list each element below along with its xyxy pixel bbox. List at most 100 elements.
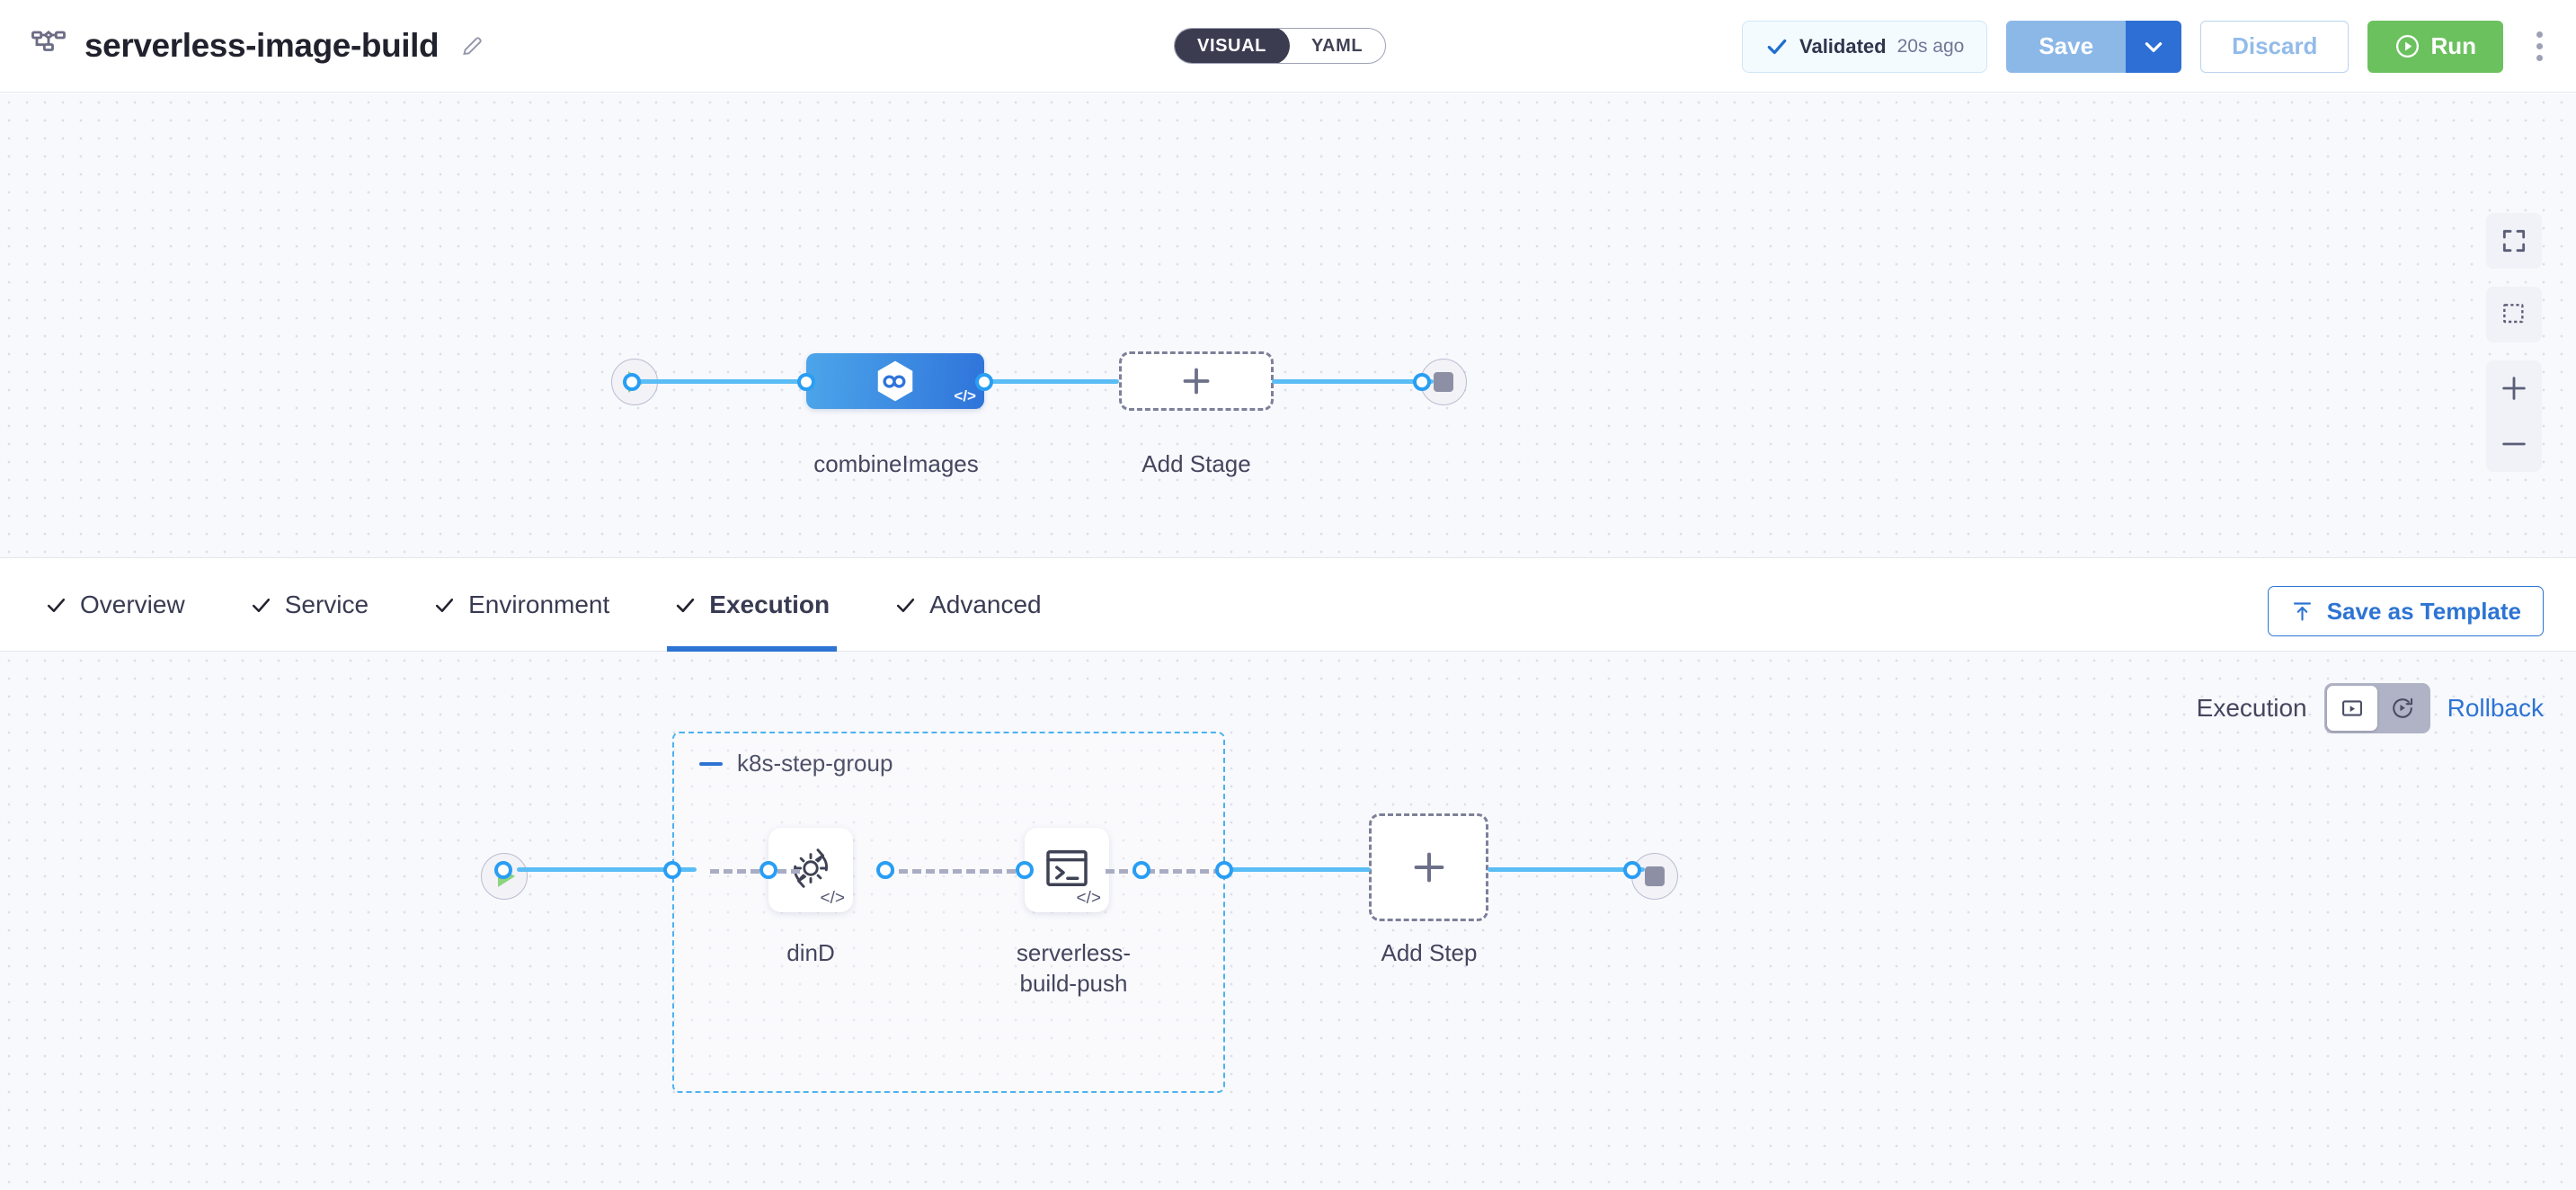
tab-visual-mode[interactable]: VISUAL bbox=[1175, 29, 1290, 63]
tab-advanced[interactable]: Advanced bbox=[887, 559, 1049, 652]
stop-icon bbox=[1645, 866, 1665, 886]
check-icon bbox=[433, 594, 456, 617]
selection-box-button[interactable] bbox=[2486, 287, 2542, 342]
connector-dot-group-in[interactable] bbox=[663, 861, 681, 879]
rollback-label[interactable]: Rollback bbox=[2447, 694, 2544, 722]
step-label-serverless-build-push: serverless- build-push bbox=[1016, 939, 1132, 998]
connector-dot-build-in[interactable] bbox=[1016, 861, 1034, 879]
tab-label: Service bbox=[284, 591, 369, 618]
check-icon bbox=[894, 594, 917, 617]
save-button-group[interactable]: Save bbox=[2006, 20, 2182, 73]
execution-end-node[interactable] bbox=[1631, 853, 1678, 900]
minus-icon[interactable] bbox=[699, 761, 723, 766]
zoom-in-button[interactable] bbox=[2486, 360, 2542, 416]
zoom-controls bbox=[2486, 360, 2542, 472]
step-label-dind: dinD bbox=[786, 939, 835, 966]
add-step-label: Add Step bbox=[1381, 939, 1478, 966]
tab-yaml-mode[interactable]: YAML bbox=[1310, 35, 1364, 56]
save-as-template-button[interactable]: Save as Template bbox=[2267, 586, 2544, 636]
add-step-button[interactable] bbox=[1369, 813, 1488, 921]
check-icon bbox=[45, 594, 67, 617]
save-dropdown-button[interactable] bbox=[2126, 20, 2182, 73]
connector-dot-exec-start[interactable] bbox=[494, 861, 512, 879]
marquee-select-icon bbox=[2503, 304, 2524, 324]
save-button[interactable]: Save bbox=[2006, 20, 2127, 73]
status-badge: Validated 20s ago bbox=[1742, 20, 1988, 73]
tab-list: Overview Service Environment Execution A… bbox=[0, 559, 1049, 652]
connector-dot-start[interactable] bbox=[623, 373, 641, 391]
code-badge: </> bbox=[954, 387, 976, 404]
step-card-serverless-build-push[interactable]: </> bbox=[1025, 828, 1109, 912]
template-upload-icon bbox=[2290, 599, 2314, 624]
toggle-execution-button[interactable] bbox=[2326, 686, 2377, 731]
run-button[interactable]: Run bbox=[2367, 20, 2503, 73]
link-group-to-dind bbox=[710, 869, 800, 874]
discard-button[interactable]: Discard bbox=[2200, 20, 2349, 73]
pipeline-icon bbox=[31, 28, 67, 64]
ci-hexagon-icon bbox=[870, 356, 920, 406]
connector-dot-group-out[interactable] bbox=[1215, 861, 1233, 879]
fit-screen-icon bbox=[2502, 229, 2526, 253]
stage-config-tabbar: Overview Service Environment Execution A… bbox=[0, 559, 2576, 652]
more-vertical-icon[interactable] bbox=[2522, 21, 2556, 73]
step-group-header[interactable]: k8s-step-group bbox=[699, 750, 893, 777]
minus-icon bbox=[2502, 442, 2526, 446]
mode-toggle[interactable]: VISUAL YAML bbox=[1174, 28, 1387, 64]
pipeline-end-node[interactable] bbox=[1420, 359, 1467, 405]
execution-rollback-toggle[interactable] bbox=[2323, 683, 2430, 733]
add-stage-label: Add Stage bbox=[1141, 450, 1251, 477]
fit-to-screen-button[interactable] bbox=[2486, 213, 2542, 269]
zoom-out-button[interactable] bbox=[2486, 416, 2542, 472]
end-circle bbox=[1631, 853, 1678, 900]
link-start-to-stage bbox=[629, 379, 809, 384]
connector-dot-stage-in[interactable] bbox=[797, 373, 815, 391]
step-group-k8s[interactable]: k8s-step-group bbox=[672, 732, 1225, 1093]
connector-dot-exec-end[interactable] bbox=[1623, 861, 1641, 879]
connector-dot-dind-out[interactable] bbox=[876, 861, 894, 879]
rollback-icon bbox=[2392, 697, 2412, 718]
stop-icon bbox=[1434, 372, 1453, 392]
run-label: Run bbox=[2430, 32, 2476, 59]
tab-environment[interactable]: Environment bbox=[426, 559, 617, 652]
toggle-rollback-button[interactable] bbox=[2377, 686, 2428, 731]
tab-overview[interactable]: Overview bbox=[38, 559, 192, 652]
plus-icon bbox=[2502, 377, 2526, 400]
check-icon bbox=[1765, 35, 1789, 58]
code-badge: </> bbox=[820, 889, 845, 908]
chevron-down-icon bbox=[2145, 41, 2163, 52]
app-header: serverless-image-build VISUAL YAML Valid… bbox=[0, 0, 2576, 93]
add-stage-node[interactable] bbox=[1119, 351, 1274, 411]
step-group-title: k8s-step-group bbox=[737, 750, 893, 777]
connector-dot-stage-out[interactable] bbox=[975, 373, 993, 391]
tab-service[interactable]: Service bbox=[243, 559, 376, 652]
execution-canvas[interactable]: Execution Rollback bbox=[0, 652, 2576, 1190]
tab-label: Overview bbox=[80, 591, 185, 618]
check-icon bbox=[250, 594, 272, 617]
header-left-group: serverless-image-build bbox=[0, 27, 484, 65]
stage-canvas[interactable]: </> combineImages Add Stage bbox=[0, 93, 2576, 558]
link-start-to-group bbox=[517, 867, 697, 872]
plus-icon bbox=[1178, 363, 1214, 399]
connector-dot-build-out[interactable] bbox=[1133, 861, 1150, 879]
validated-timestamp: 20s ago bbox=[1896, 35, 1965, 57]
play-box-icon bbox=[2341, 700, 2362, 716]
execution-rollback-toggle-row: Execution Rollback bbox=[2197, 683, 2544, 733]
header-actions: Validated 20s ago Save Discard Run bbox=[1742, 0, 2556, 93]
stage-node-combineimages[interactable]: </> bbox=[806, 353, 984, 409]
add-step-node[interactable] bbox=[1369, 813, 1488, 921]
tab-execution[interactable]: Execution bbox=[667, 559, 837, 652]
tab-label: Execution bbox=[709, 591, 831, 618]
connector-dot-dind-in[interactable] bbox=[759, 861, 777, 879]
canvas-tools bbox=[2486, 213, 2542, 472]
page-title: serverless-image-build bbox=[84, 27, 440, 64]
add-stage-button[interactable] bbox=[1119, 351, 1274, 411]
tab-label: Advanced bbox=[929, 591, 1042, 618]
step-node-serverless-build-push[interactable]: </> bbox=[1025, 828, 1109, 912]
link-addstage-to-end bbox=[1272, 379, 1434, 384]
end-circle bbox=[1420, 359, 1467, 405]
terminal-icon bbox=[1042, 843, 1092, 898]
pencil-icon[interactable] bbox=[460, 34, 484, 58]
stage-card[interactable]: </> bbox=[806, 353, 984, 409]
plus-icon bbox=[1408, 847, 1450, 888]
connector-dot-end[interactable] bbox=[1413, 373, 1431, 391]
